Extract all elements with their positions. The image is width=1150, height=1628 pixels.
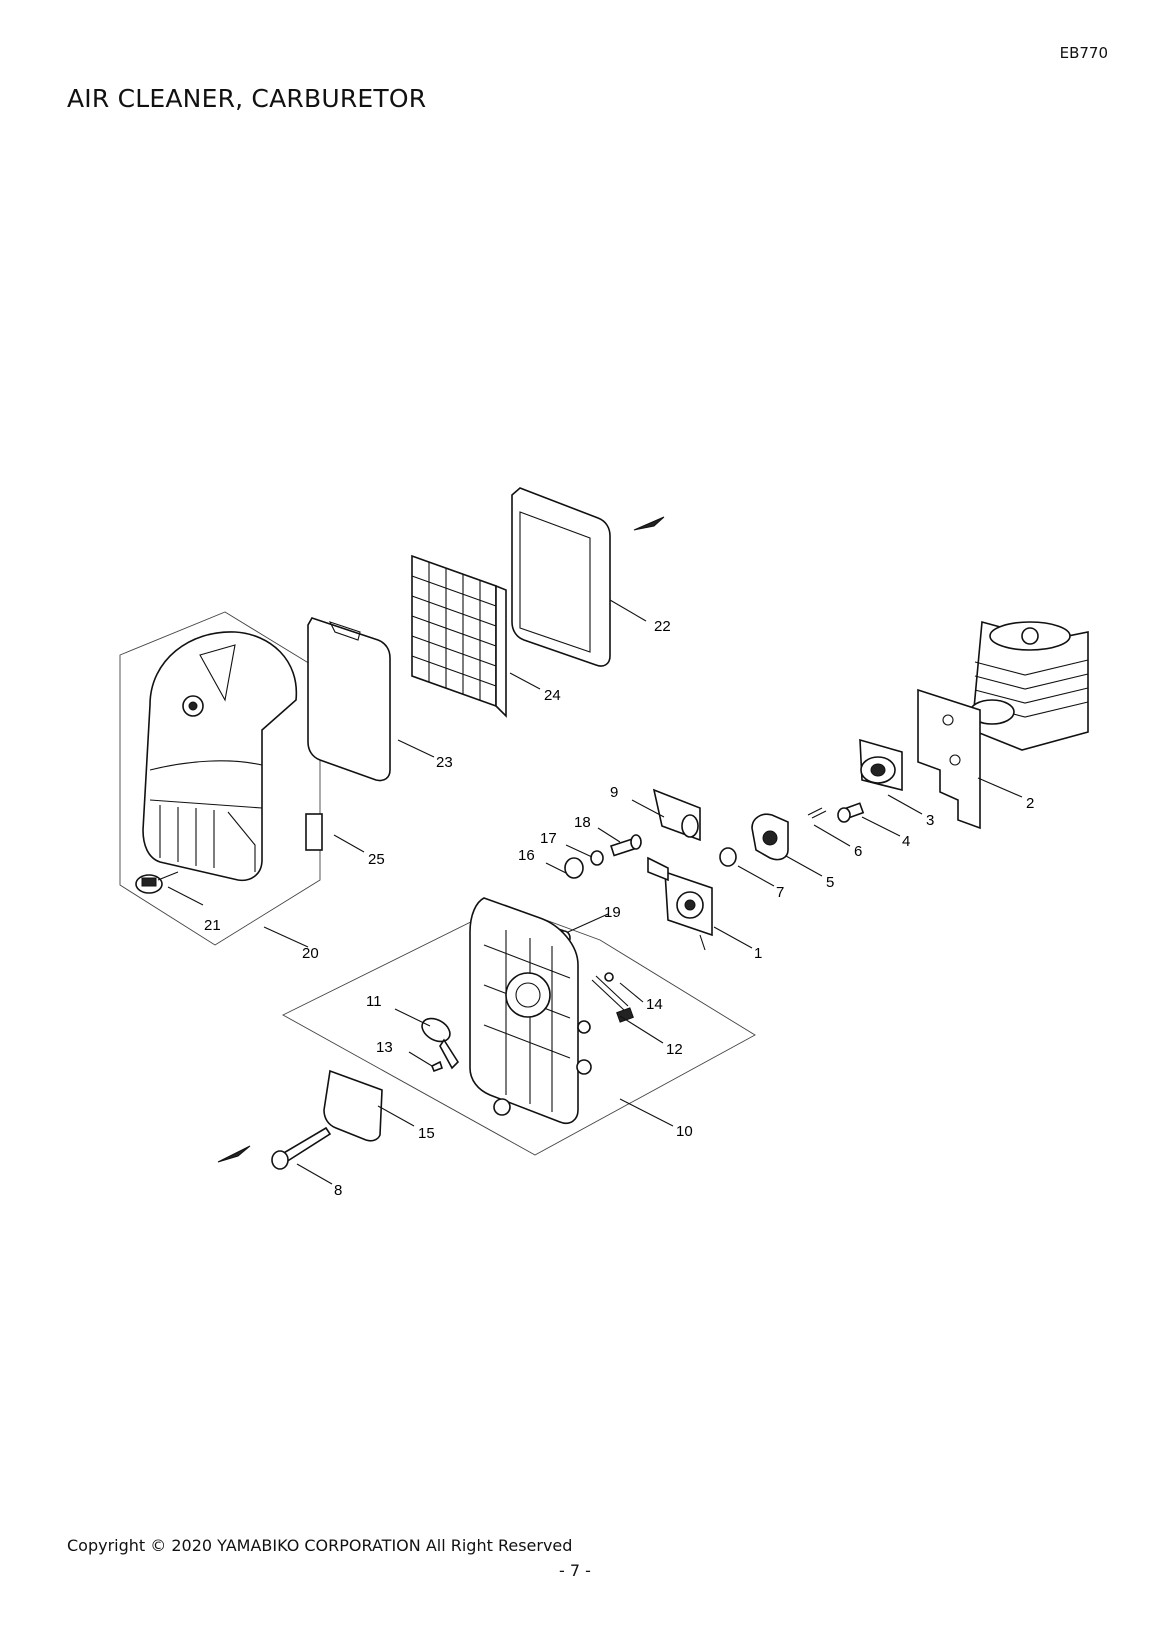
- callout-2: 2: [1026, 795, 1034, 812]
- insulator-part: [859, 738, 903, 792]
- pin-part: [807, 807, 827, 819]
- callout-16: 16: [518, 847, 535, 864]
- filter-plate: [307, 617, 391, 782]
- callout-11: 11: [366, 993, 382, 1010]
- page-title: AIR CLEANER, CARBURETOR: [67, 84, 427, 113]
- callout-4: 4: [902, 833, 910, 850]
- sponge-filter: [511, 487, 611, 667]
- copyright-notice: Copyright © 2020 YAMABIKO CORPORATION Al…: [67, 1536, 573, 1555]
- group-frame-case: [282, 904, 756, 1156]
- lever-11: [421, 1017, 460, 1070]
- knob-part: [135, 871, 179, 894]
- bolt-small: [837, 802, 865, 823]
- callout-12: 12: [666, 1041, 683, 1058]
- washer-17: [590, 850, 604, 866]
- callout-1: 1: [754, 945, 762, 962]
- bolt-18: [610, 834, 642, 857]
- spacer-part: [751, 813, 789, 861]
- grid-filter: [411, 554, 507, 718]
- callout-14: 14: [646, 996, 663, 1013]
- callout-13: 13: [376, 1039, 393, 1056]
- model-number: EB770: [1059, 44, 1108, 62]
- nut-14: [604, 972, 614, 982]
- callout-23: 23: [436, 754, 453, 771]
- link-12: [591, 975, 634, 1023]
- leader-lines: [167, 599, 1023, 1185]
- carburetor: [647, 856, 713, 951]
- grommet-16: [564, 857, 584, 879]
- callout-5: 5: [826, 874, 834, 891]
- callout-numbers: 1 2 3 4 5 6 7 8 9 10 11 12 13 14 15 16 1…: [204, 618, 1034, 1199]
- air-cleaner-cover: [142, 631, 298, 882]
- insulator-gasket: [917, 688, 981, 830]
- callout-7: 7: [776, 884, 784, 901]
- direction-arrow-top: [633, 516, 665, 531]
- callout-22: 22: [654, 618, 671, 635]
- air-cleaner-case: [469, 897, 592, 1125]
- o-ring: [719, 847, 737, 867]
- cover-plate-15: [323, 1069, 383, 1142]
- callout-20: 20: [302, 945, 319, 962]
- callout-17: 17: [540, 830, 557, 847]
- page-number: - 7 -: [559, 1561, 591, 1580]
- callout-25: 25: [368, 851, 385, 868]
- label-sticker: [305, 813, 323, 851]
- callout-19: 19: [604, 904, 621, 921]
- cylinder-reference: [969, 620, 1089, 751]
- callout-6: 6: [854, 843, 862, 860]
- callout-9: 9: [610, 784, 618, 801]
- callout-24: 24: [544, 687, 561, 704]
- callout-8: 8: [334, 1182, 342, 1199]
- callout-18: 18: [574, 814, 591, 831]
- callout-10: 10: [676, 1123, 693, 1140]
- callout-21: 21: [204, 917, 221, 934]
- group-frame-cover: [119, 611, 321, 946]
- callout-15: 15: [418, 1125, 435, 1142]
- direction-arrow-bottom: [217, 1145, 251, 1163]
- callout-3: 3: [926, 812, 934, 829]
- screw-13: [430, 1060, 444, 1073]
- long-bolt-8: [271, 1126, 332, 1170]
